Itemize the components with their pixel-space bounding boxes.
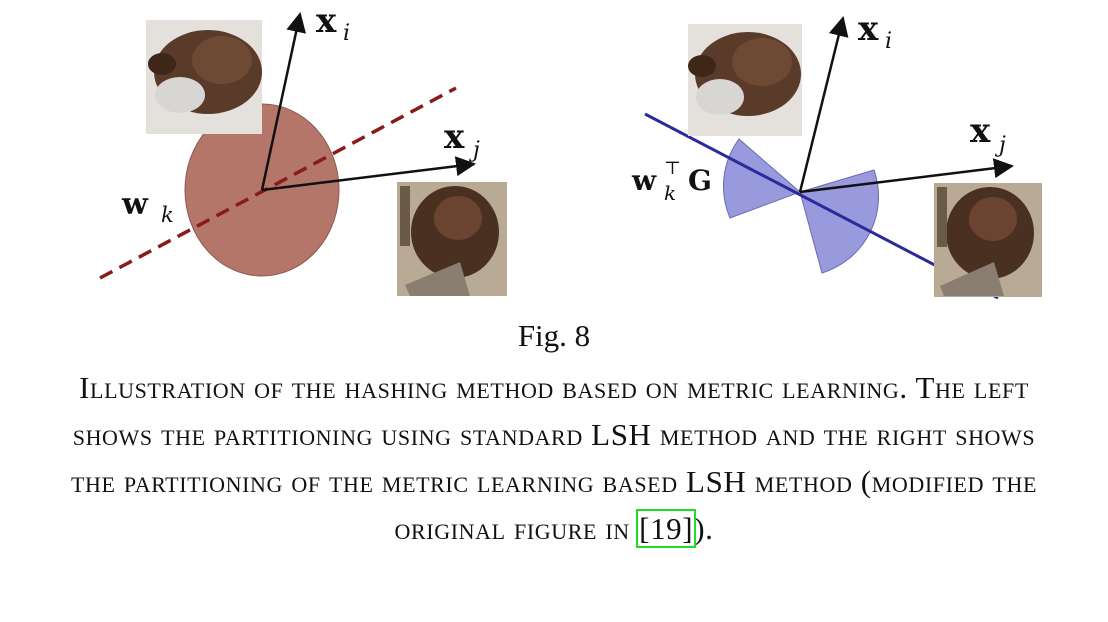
left-wk-subscript: k [161,203,174,227]
left-beaver-image-bottom [397,182,507,296]
left-xi-subscript: i [343,21,350,46]
right-xj-label: x [970,111,991,151]
figure-caption: Illustration of the hashing method based… [60,364,1048,552]
right-xj-subscript: j [994,133,1006,158]
right-partition-region-lower [799,169,880,274]
left-wk-label: w [121,187,149,222]
right-axis-xj-arrow [799,158,1014,194]
left-axis-xi-arrow [260,12,306,191]
figure-illustration: x i x j w k x i x j w ⊤ k [99,1,1042,300]
citation-link[interactable]: [19] [636,509,697,548]
caption-text-end: ). [694,511,714,546]
right-wk-label: w [631,164,657,197]
left-beaver-image-top [146,20,262,134]
left-xi-label: x [316,1,337,41]
left-panel: x i x j w k [99,1,507,296]
figure-number: Fig. 8 [517,318,591,353]
left-axis-xj-arrow [261,156,476,192]
right-axis-xi-arrow [798,16,849,193]
right-xi-subscript: i [885,29,892,54]
right-partition-region-upper [723,138,801,219]
left-xj-label: x [444,117,465,157]
right-beaver-image-bottom [934,183,1042,297]
right-wk-superscript: ⊤ [664,158,681,179]
left-xj-subscript: j [468,138,480,163]
right-xi-label: x [858,9,879,49]
right-G-label: G [688,164,712,197]
caption-text: Illustration of the hashing method based… [71,370,1037,546]
right-panel: x i x j w ⊤ k G [631,9,1042,300]
right-beaver-image-top [688,24,802,136]
left-hyperplane-line [99,86,457,280]
right-wk-subscript: k [664,181,676,205]
